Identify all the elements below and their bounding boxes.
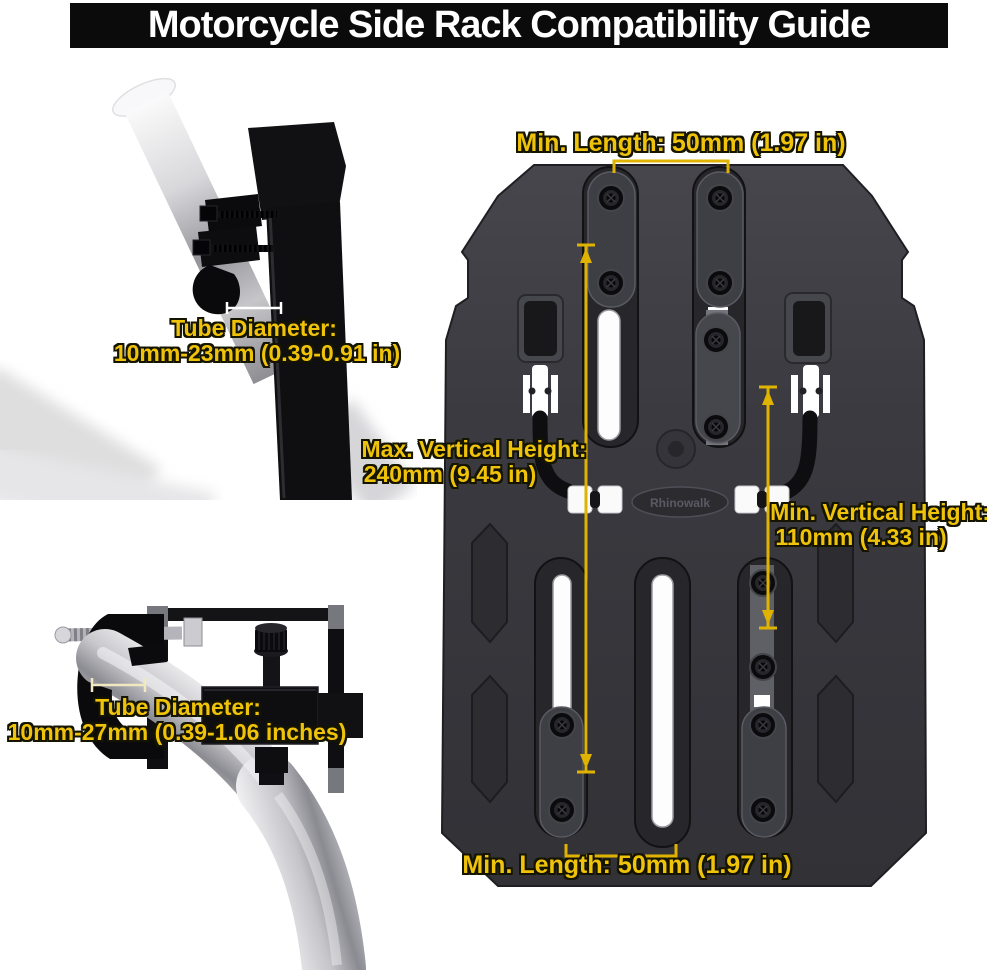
annotation-tube-bottom-line1: Tube Diameter:: [95, 694, 261, 720]
lower-center-track: [634, 557, 691, 848]
dimension-top-length: [612, 159, 730, 173]
title-banner: Motorcycle Side Rack Compatibility Guide: [70, 3, 948, 48]
annotation-tube-top-line2: 10mm-23mm (0.39-0.91 in): [113, 340, 401, 366]
silver-tube: [76, 629, 366, 970]
page-title: Motorcycle Side Rack Compatibility Guide: [147, 4, 871, 46]
annotation-top-length: Min. Length: 50mm (1.97 in): [516, 129, 846, 157]
adjustment-knob: [254, 623, 288, 657]
lower-left-track: [534, 557, 588, 838]
upper-left-track: [582, 166, 639, 448]
annotation-tube-bottom-line2: 10mm-27mm (0.39-1.06 inches): [7, 719, 347, 745]
annotation-min-vertical-line2: 110mm (4.33 in): [775, 524, 947, 550]
lower-right-track: [737, 557, 793, 838]
annotation-min-vertical-line1: Min. Vertical Height:: [770, 499, 987, 525]
rack-plate-photo: Rhinowalk: [420, 110, 987, 970]
right-white-spacer: [791, 365, 830, 418]
dimension-bottom-length: [564, 844, 678, 858]
center-emboss: [656, 429, 696, 469]
dimension-max-height: [577, 243, 595, 774]
tube-measure-line: [90, 678, 147, 692]
upper-right-track: [692, 166, 746, 448]
clamp-photo-top: [0, 70, 420, 500]
mount-bracket: [201, 655, 363, 785]
annotation-tube-top-line1: Tube Diameter:: [171, 315, 337, 341]
logo-text: Rhinowalk: [650, 496, 710, 510]
annotation-max-vertical-line2: 240mm (9.45 in): [363, 461, 537, 487]
clamp-front-jaw: [82, 644, 167, 757]
tube-measure-line: [225, 302, 283, 314]
left-mount-pocket: [517, 294, 564, 363]
brand-logo-plate: Rhinowalk: [631, 486, 729, 518]
slot-opening: [597, 309, 621, 441]
rack-plate-edge: [248, 122, 352, 500]
rubber-straps: [532, 410, 818, 499]
annotation-bottom-length: Min. Length: 50mm (1.97 in): [462, 851, 792, 879]
clamp-bolts: [192, 205, 279, 256]
clamp-photo-bottom: [0, 560, 420, 970]
dimension-min-height: [759, 385, 777, 630]
annotation-max-vertical-line1: Max. Vertical Height:: [361, 436, 587, 462]
left-white-spacer: [523, 365, 558, 418]
side-grooves: [471, 522, 854, 804]
right-mount-pocket: [784, 292, 832, 364]
